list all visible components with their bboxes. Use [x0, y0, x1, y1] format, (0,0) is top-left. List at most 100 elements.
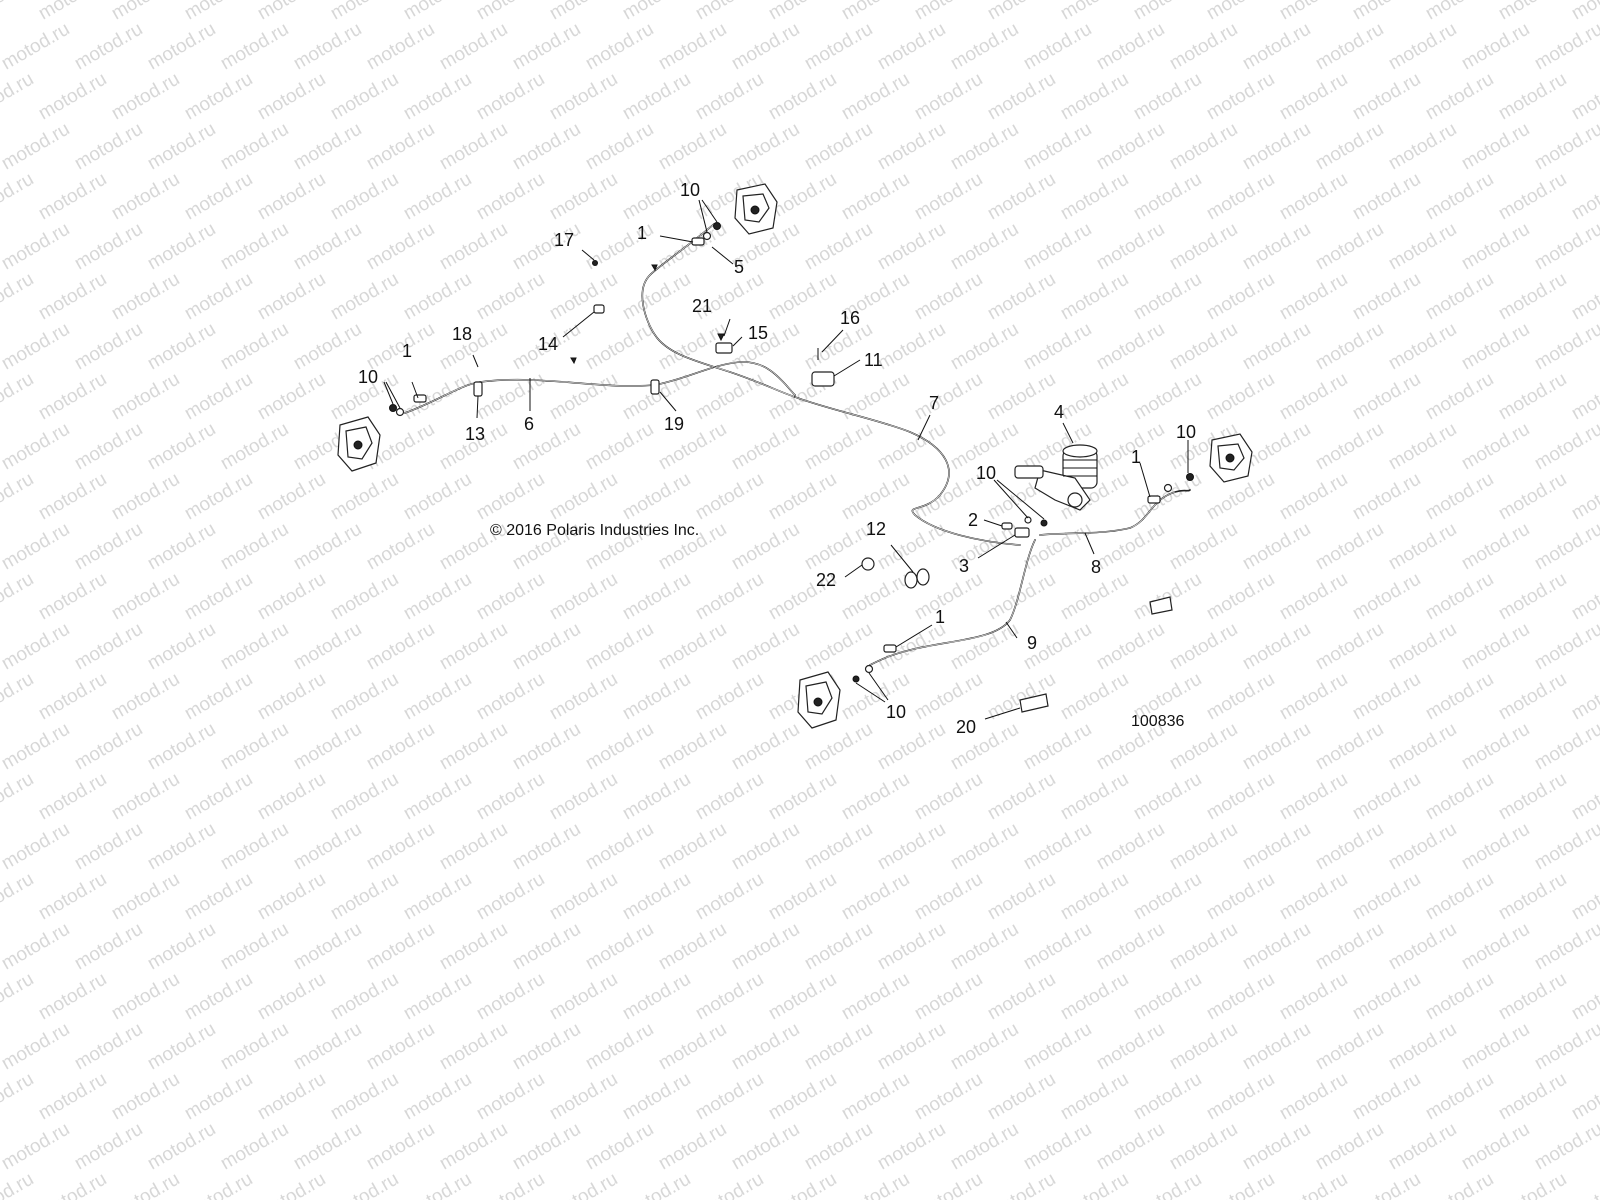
watermark-text: motod.ru — [71, 1119, 146, 1175]
watermark-text: motod.ru — [1495, 669, 1570, 725]
watermark-text: motod.ru — [71, 619, 146, 675]
watermark-text: motod.ru — [363, 119, 438, 175]
watermark-text: motod.ru — [400, 69, 475, 125]
watermark-text: motod.ru — [108, 1069, 183, 1125]
watermark-text: motod.ru — [473, 669, 548, 725]
watermark-text: motod.ru — [546, 569, 621, 625]
watermark-text: motod.ru — [1166, 119, 1241, 175]
watermark-text: motod.ru — [1568, 669, 1600, 725]
watermark-text: motod.ru — [1203, 569, 1278, 625]
watermark-text: motod.ru — [582, 619, 657, 675]
watermark-text: motod.ru — [1057, 769, 1132, 825]
watermark-text: motod.ru — [1312, 119, 1387, 175]
watermark-text: motod.ru — [509, 719, 584, 775]
watermark-text: motod.ru — [144, 819, 219, 875]
watermark-text: motod.ru — [400, 1069, 475, 1125]
watermark-text: motod.ru — [874, 1019, 949, 1075]
watermark-text: motod.ru — [290, 1119, 365, 1175]
watermark-text: motod.ru — [1312, 819, 1387, 875]
callout-20: 20 — [956, 717, 976, 737]
watermark-text: motod.ru — [1166, 1019, 1241, 1075]
watermark-text: motod.ru — [1458, 419, 1533, 475]
callout-19: 19 — [664, 414, 684, 434]
callout-10: 10 — [886, 702, 906, 722]
watermark-text: motod.ru — [290, 819, 365, 875]
watermark-text: motod.ru — [874, 719, 949, 775]
watermark-text: motod.ru — [1166, 219, 1241, 275]
watermark-text: motod.ru — [71, 819, 146, 875]
watermark-text: motod.ru — [1276, 469, 1351, 525]
watermark-text: motod.ru — [473, 0, 548, 24]
watermark-text: motod.ru — [582, 319, 657, 375]
watermark-text: motod.ru — [801, 819, 876, 875]
watermark-text: motod.ru — [327, 69, 402, 125]
watermark-text: motod.ru — [217, 619, 292, 675]
watermark-text: motod.ru — [1057, 1069, 1132, 1125]
watermark-text: motod.ru — [0, 19, 73, 75]
watermark-text: motod.ru — [1020, 19, 1095, 75]
watermark-text: motod.ru — [546, 269, 621, 325]
watermark-text: motod.ru — [327, 669, 402, 725]
watermark-text: motod.ru — [217, 719, 292, 775]
watermark-text: motod.ru — [363, 619, 438, 675]
watermark-text: motod.ru — [546, 1069, 621, 1125]
leader-lines — [383, 199, 1189, 720]
watermark-text: motod.ru — [363, 1119, 438, 1175]
watermark-text: motod.ru — [400, 1169, 475, 1200]
diagram-id: 100836 — [1131, 713, 1184, 730]
watermark-text: motod.ru — [947, 219, 1022, 275]
watermark-text: motod.ru — [728, 619, 803, 675]
watermark-text: motod.ru — [1495, 1169, 1570, 1200]
watermark-text: motod.ru — [582, 919, 657, 975]
watermark-text: motod.ru — [1130, 969, 1205, 1025]
callout-5: 5 — [734, 257, 744, 277]
watermark-text: motod.ru — [1130, 469, 1205, 525]
watermark-text: motod.ru — [400, 969, 475, 1025]
watermark-text: motod.ru — [801, 219, 876, 275]
watermark-text: motod.ru — [692, 1069, 767, 1125]
watermark-text: motod.ru — [546, 0, 621, 24]
callout-4: 4 — [1054, 402, 1064, 422]
callout-21: 21 — [692, 296, 712, 316]
watermark-text: motod.ru — [473, 969, 548, 1025]
watermark-text: motod.ru — [400, 469, 475, 525]
watermark-text: motod.ru — [655, 919, 730, 975]
watermark-text: motod.ru — [35, 69, 110, 125]
watermark-text: motod.ru — [1093, 319, 1168, 375]
watermark-text: motod.ru — [290, 219, 365, 275]
watermark-text: motod.ru — [254, 769, 329, 825]
watermark-text: motod.ru — [1422, 269, 1497, 325]
watermark-text: motod.ru — [1568, 369, 1600, 425]
watermark-text: motod.ru — [1385, 519, 1460, 575]
callout-10: 10 — [976, 463, 996, 483]
watermark-text: motod.ru — [436, 719, 511, 775]
watermark-text: motod.ru — [838, 169, 913, 225]
watermark-text: motod.ru — [1093, 819, 1168, 875]
watermark-text: motod.ru — [0, 369, 37, 425]
watermark-text: motod.ru — [1385, 119, 1460, 175]
watermark-text: motod.ru — [1422, 769, 1497, 825]
watermark-text: motod.ru — [1057, 669, 1132, 725]
watermark-text: motod.ru — [400, 269, 475, 325]
watermark-text: motod.ru — [1531, 1019, 1600, 1075]
callout-2: 2 — [968, 510, 978, 530]
watermark-text: motod.ru — [363, 19, 438, 75]
watermark-text: motod.ru — [1458, 1119, 1533, 1175]
watermark-text: motod.ru — [619, 269, 694, 325]
watermark-text: motod.ru — [1276, 269, 1351, 325]
watermark-text: motod.ru — [35, 569, 110, 625]
watermark-text: motod.ru — [35, 969, 110, 1025]
watermark-text: motod.ru — [1312, 219, 1387, 275]
watermark-text: motod.ru — [254, 169, 329, 225]
watermark-text: motod.ru — [1093, 119, 1168, 175]
watermark-text: motod.ru — [71, 419, 146, 475]
watermark-text: motod.ru — [1495, 269, 1570, 325]
watermark-text: motod.ru — [181, 269, 256, 325]
watermark-text: motod.ru — [911, 169, 986, 225]
watermark-text: motod.ru — [181, 869, 256, 925]
watermark-text: motod.ru — [1239, 719, 1314, 775]
watermark-text: motod.ru — [1130, 69, 1205, 125]
watermark-text: motod.ru — [327, 769, 402, 825]
watermark-text: motod.ru — [35, 469, 110, 525]
